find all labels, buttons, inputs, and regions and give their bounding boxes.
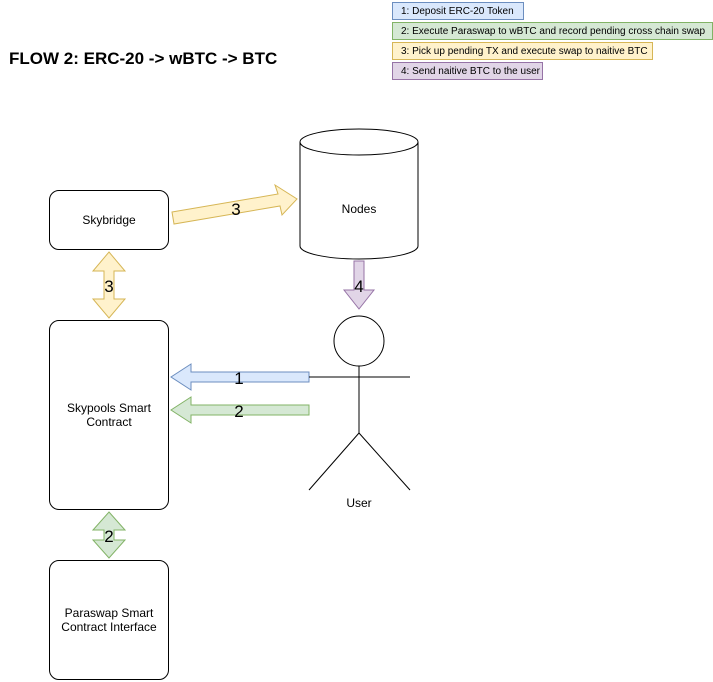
paraswap-label-line1: Paraswap Smart [64,606,154,620]
legend-label-3: 3: Pick up pending TX and execute swap t… [401,46,648,57]
legend-item-1: 1: Deposit ERC-20 Token [392,2,524,20]
legend-label-2: 2: Execute Paraswap to wBTC and record p… [401,26,706,37]
arrow-label-2-right: 2 [234,402,243,421]
nodes-label: Nodes [342,202,377,216]
paraswap-label-line2: Contract Interface [61,620,157,634]
skypools-contract-box: Skypools Smart Contract [49,320,169,510]
legend-label-4: 4: Send naitive BTC to the user [401,66,540,77]
arrow-skybridge-to-nodes [171,183,298,225]
skybridge-label: Skybridge [82,213,136,227]
skypools-label-line2: Contract [86,415,132,429]
arrow-label-3-top: 3 [231,200,240,219]
arrow-skypools-paraswap [91,511,127,559]
user-figure [308,315,411,491]
page-title: FLOW 2: ERC-20 -> wBTC -> BTC [9,49,278,68]
skypools-label-line1: Skypools Smart [66,401,152,415]
legend-item-4: 4: Send naitive BTC to the user [392,62,543,80]
nodes-database-shape [299,128,419,260]
legend-item-3: 3: Pick up pending TX and execute swap t… [392,42,653,60]
user-label: User [346,496,371,510]
arrow-label-1: 1 [234,369,243,388]
arrow-nodes-to-user [342,260,376,310]
legend-label-1: 1: Deposit ERC-20 Token [401,6,514,17]
skybridge-box: Skybridge [49,190,169,250]
paraswap-interface-box: Paraswap Smart Contract Interface [49,560,169,680]
arrow-user-deposit [170,363,310,391]
arrow-label-4: 4 [354,277,363,296]
arrow-label-3-left: 3 [104,277,113,296]
legend-item-2: 2: Execute Paraswap to wBTC and record p… [392,22,713,40]
arrow-user-swap [170,396,310,424]
arrow-label-2-bottom: 2 [104,527,113,546]
arrow-skybridge-skypools [91,251,127,319]
